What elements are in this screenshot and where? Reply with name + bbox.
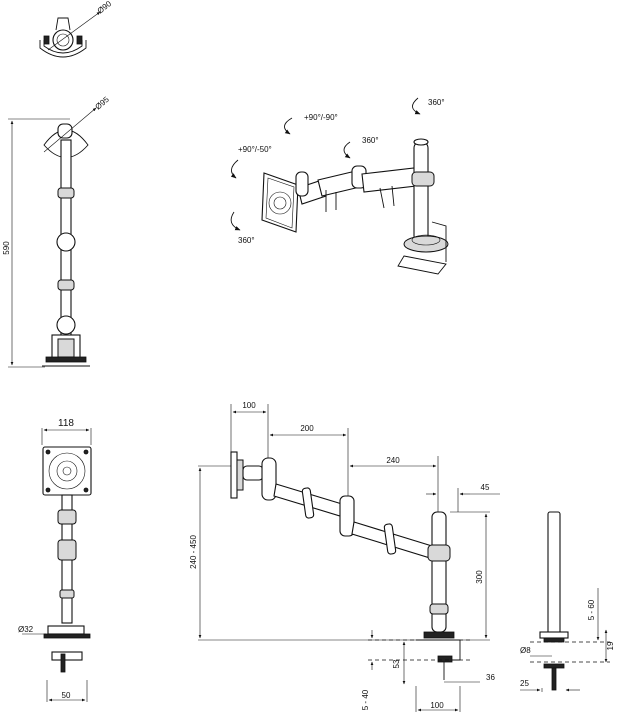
arm-dimension-view: 100 200 240 45 240 - 450 (189, 401, 500, 712)
side-view: 590 Ø95 (2, 95, 112, 368)
arm-240-label: 240 (386, 456, 400, 465)
top-view: Ø90 (39, 0, 114, 58)
grommet-19-label: 19 (606, 641, 615, 650)
isometric-view: +90°/-50° +90°/-90° 360° 360° 360° (230, 97, 449, 275)
offset-100-label: 100 (242, 401, 256, 410)
bolt-diameter-label: Ø8 (520, 646, 531, 655)
pole-45-label: 45 (481, 483, 490, 492)
side-view-diameter-label: Ø95 (94, 95, 112, 112)
arm-200-label: 200 (300, 424, 314, 433)
top-view-diameter-label: Ø90 (96, 0, 114, 16)
pole-rotation-label: 360° (428, 98, 445, 107)
swivel-label: +90°/-90° (304, 113, 338, 122)
clamp-36-label: 36 (486, 673, 495, 682)
front-view: 118 Ø32 50 (18, 418, 92, 702)
desk-53-label: 53 (392, 659, 401, 668)
rotate-label: 360° (238, 236, 255, 245)
side-view-height-label: 590 (2, 241, 11, 255)
clamp-100-label: 100 (430, 701, 444, 710)
grommet-25-label: 25 (520, 679, 529, 688)
pole-diameter-label: Ø32 (18, 625, 34, 634)
height-range-label: 240 - 450 (189, 535, 198, 569)
joint-rotation-label: 360° (362, 136, 379, 145)
tilt-label: +90°/-50° (238, 145, 272, 154)
pole-300-label: 300 (475, 570, 484, 584)
clamp-width-label: 50 (62, 691, 71, 700)
grommet-5-60-label: 5 - 60 (587, 599, 596, 620)
grommet-view: 5 - 60 19 Ø8 25 (520, 511, 615, 692)
desk-5-40-label: 5 - 40 (361, 689, 370, 710)
front-width-label: 118 (58, 418, 74, 429)
